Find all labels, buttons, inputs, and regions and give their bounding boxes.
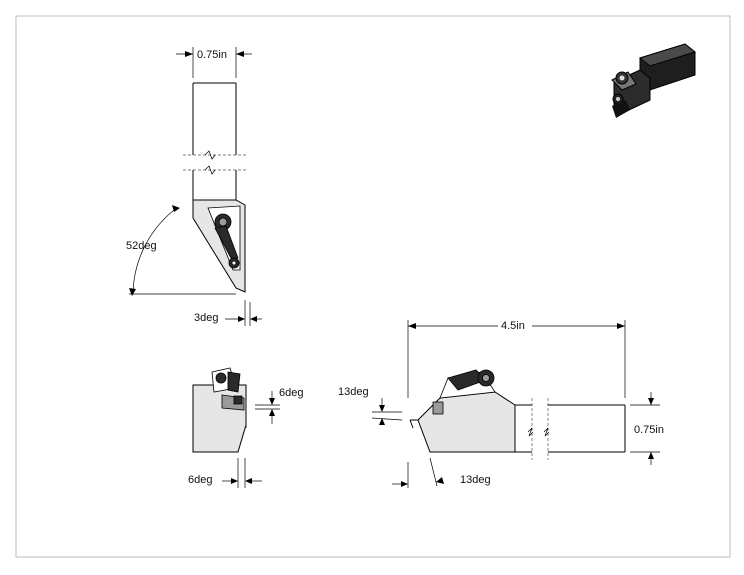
top-relief-dim: 3deg: [194, 312, 218, 324]
side-length-dim: 4.5in: [501, 320, 525, 332]
top-width-dim: 0.75in: [197, 49, 227, 61]
side-view: 4.5in 0.75in 13deg 13deg: [338, 318, 664, 488]
isometric-preview: [611, 43, 697, 118]
sheet-border: [15, 15, 731, 558]
top-angle-dim: 52deg: [126, 240, 157, 252]
side-left-dim: 13deg: [338, 386, 369, 398]
end-bottom-dim: 6deg: [188, 474, 212, 486]
end-view: 6deg 6deg: [188, 367, 303, 488]
end-side-dim: 6deg: [279, 387, 303, 399]
side-bottom-dim: 13deg: [460, 474, 491, 486]
side-height-dim: 0.75in: [634, 424, 664, 436]
top-view: 0.75in 52deg 3deg: [126, 47, 262, 326]
